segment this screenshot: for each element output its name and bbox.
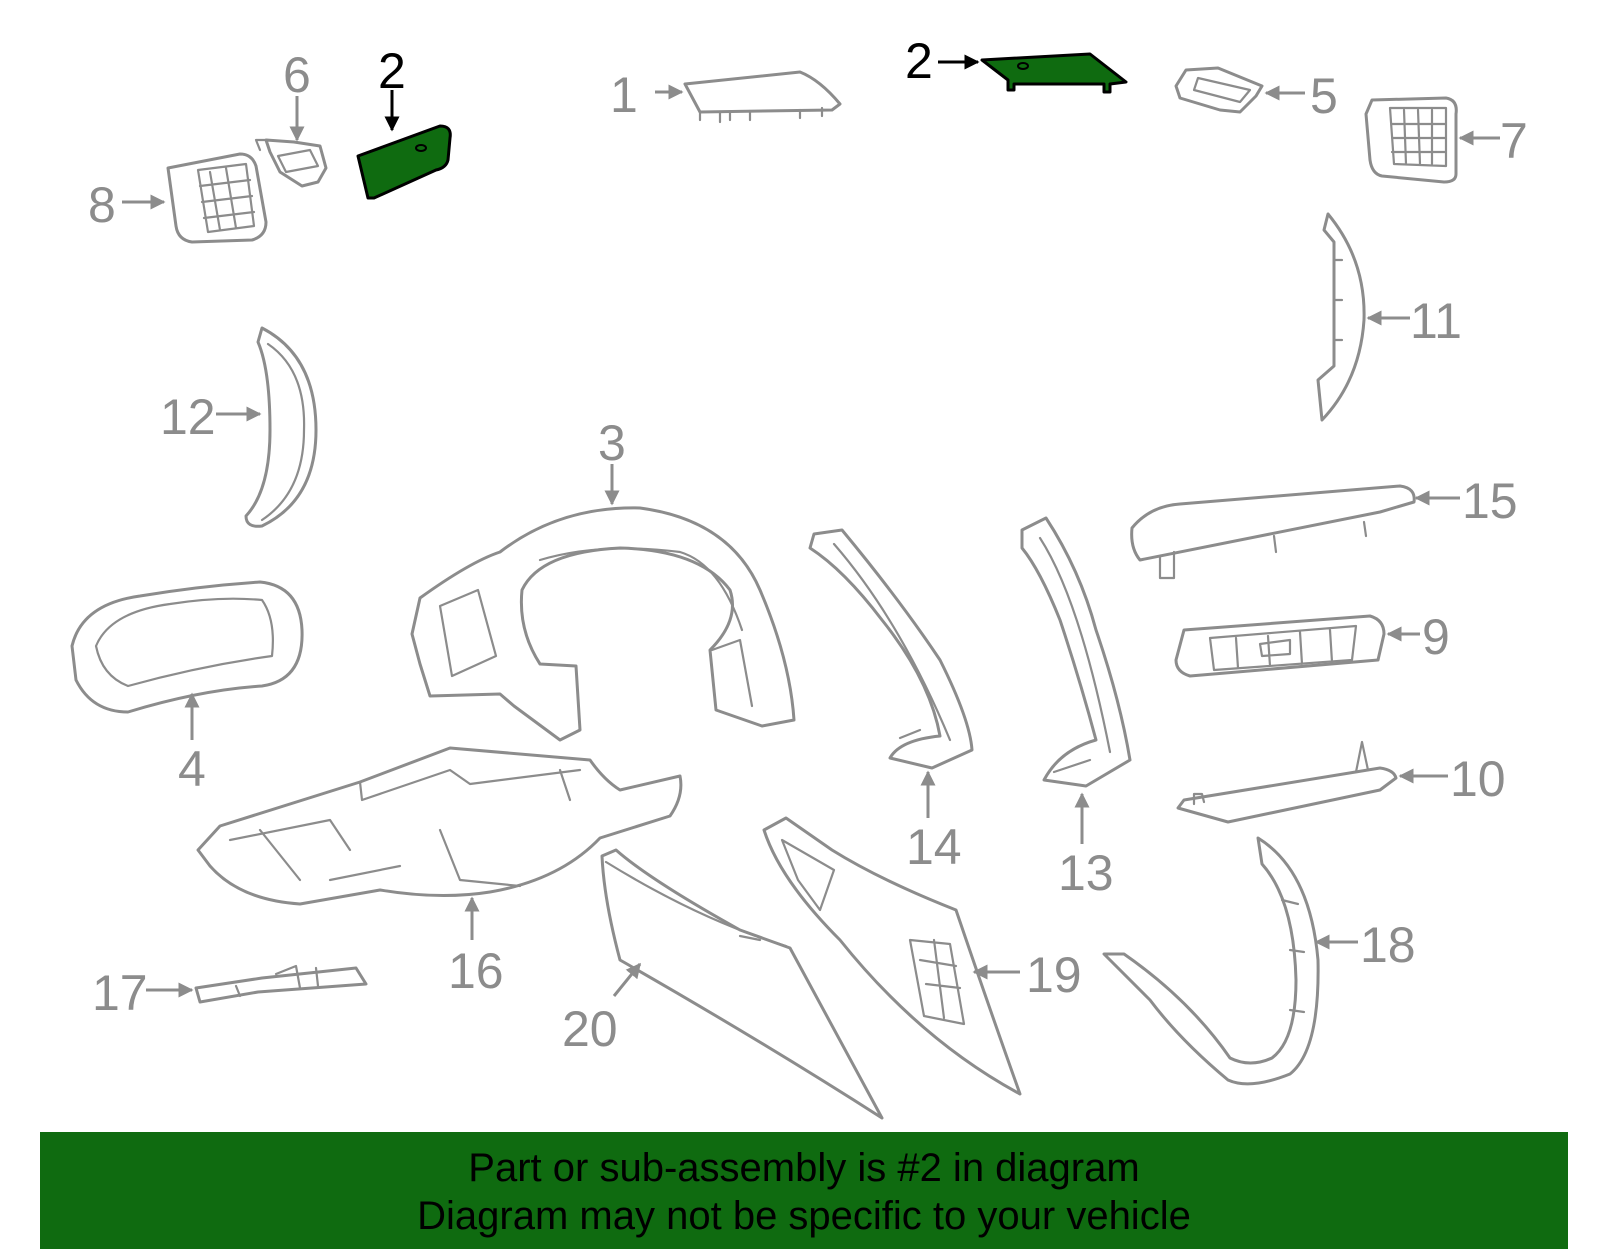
part-20[interactable]: [600, 848, 884, 1120]
part-11[interactable]: [1316, 212, 1366, 422]
info-banner: Part or sub-assembly is #2 in diagram Di…: [40, 1132, 1568, 1249]
callout-1: 1: [610, 67, 638, 123]
callout-12: 12: [160, 389, 216, 445]
part-10[interactable]: [1176, 740, 1398, 824]
callout-9: 9: [1422, 609, 1450, 665]
callout-2-right: 2: [905, 33, 933, 89]
callout-20: 20: [562, 1001, 618, 1057]
part-12[interactable]: [244, 326, 318, 528]
part-8[interactable]: [166, 152, 268, 244]
part-15[interactable]: [1130, 484, 1416, 580]
banner-line-1: Part or sub-assembly is #2 in diagram: [468, 1146, 1140, 1190]
part-4[interactable]: [70, 580, 304, 714]
part-13[interactable]: [1020, 516, 1132, 788]
callout-5: 5: [1310, 68, 1338, 124]
part-18[interactable]: [1102, 836, 1320, 1086]
callout-10: 10: [1450, 751, 1506, 807]
part-17[interactable]: [194, 964, 368, 1004]
part-19[interactable]: [762, 816, 1022, 1096]
callout-14: 14: [906, 819, 962, 875]
callout-3: 3: [598, 415, 626, 471]
callout-13: 13: [1058, 845, 1114, 901]
part-7[interactable]: [1364, 96, 1458, 184]
callout-19: 19: [1026, 947, 1082, 1003]
callout-8: 8: [88, 177, 116, 233]
banner-line-2: Diagram may not be specific to your vehi…: [417, 1194, 1191, 1238]
callout-16: 16: [448, 943, 504, 999]
callout-15: 15: [1462, 473, 1518, 529]
part-2-left[interactable]: [356, 124, 452, 200]
part-16[interactable]: [196, 746, 683, 906]
part-9[interactable]: [1174, 614, 1386, 678]
part-14[interactable]: [808, 528, 974, 770]
part-1[interactable]: [683, 70, 842, 124]
callout-11: 11: [1410, 293, 1462, 349]
callout-6: 6: [283, 47, 311, 103]
callout-2-left: 2: [378, 43, 406, 99]
callout-18: 18: [1360, 917, 1416, 973]
callout-17: 17: [92, 965, 148, 1021]
part-3[interactable]: [410, 506, 796, 742]
callout-4: 4: [178, 741, 206, 797]
part-5[interactable]: [1174, 66, 1264, 114]
part-2-right[interactable]: [980, 52, 1128, 94]
callout-7: 7: [1500, 113, 1528, 169]
part-6[interactable]: [254, 138, 328, 188]
